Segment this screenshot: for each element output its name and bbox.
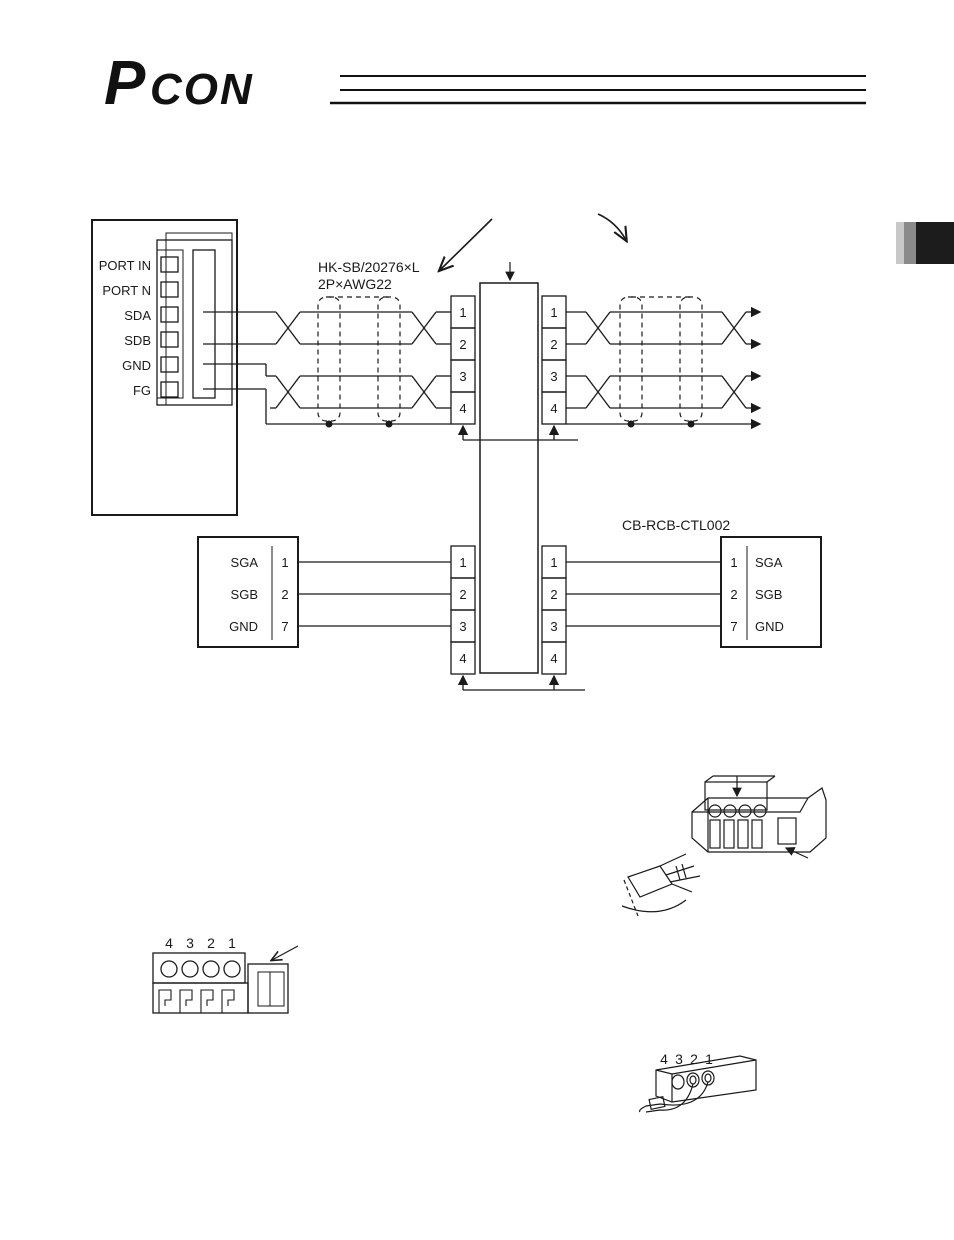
right-device-pin-number: 7 (730, 619, 737, 634)
header-logo: P CON (104, 49, 254, 118)
converter-unit (480, 283, 538, 673)
cable-spec-line1: HK-SB/20276×L (318, 259, 420, 275)
controller-pin-label: SDB (124, 333, 151, 348)
terminal-number: 4 (550, 651, 557, 666)
cable-shield (318, 297, 340, 421)
junction-dot (386, 421, 393, 428)
left-device-pin-number: 2 (281, 587, 288, 602)
junction-dot (688, 421, 695, 428)
cable-spec-line2: 2P×AWG22 (318, 276, 392, 292)
terminal-number: 1 (459, 305, 466, 320)
terminal-blocks: 1 2 3 4 1 2 3 4 1 2 3 4 1 2 3 4 (451, 296, 566, 674)
right-device-signal-label: GND (755, 619, 784, 634)
terminal-number: 1 (550, 305, 557, 320)
connector-bottom-right-pin-number: 4 (660, 1051, 668, 1067)
junction-dot (628, 421, 635, 428)
connector-left-pin-number: 3 (186, 935, 194, 951)
controller-pin-label: PORT N (102, 283, 151, 298)
left-device-signal-label: SGB (231, 587, 258, 602)
controller-pin-slot (161, 332, 178, 347)
terminal-number: 4 (459, 401, 466, 416)
pointer-arrow-cable (440, 219, 492, 270)
terminal-number: 3 (459, 619, 466, 634)
pointer-arrow-curved (598, 214, 626, 240)
terminal-number: 2 (459, 587, 466, 602)
side-tab-dark (916, 222, 954, 264)
connector-bottom-right-pin-number: 3 (675, 1051, 683, 1067)
controller-pin-slot (161, 382, 178, 397)
right-device-pin-list: 1 SGA 2 SGB 7 GND (730, 555, 784, 634)
left-device-pin-number: 1 (281, 555, 288, 570)
connector-left-pin-number: 4 (165, 935, 173, 951)
right-device-cable-label: CB-RCB-CTL002 (622, 517, 730, 533)
terminal-number: 3 (550, 619, 557, 634)
terminal-number: 2 (459, 337, 466, 352)
terminal-number: 2 (550, 587, 557, 602)
cable-shield (620, 297, 642, 421)
right-device-signal-label: SGA (755, 555, 783, 570)
cable-shield (378, 297, 400, 421)
right-device-pin-number: 2 (730, 587, 737, 602)
logo-letter-p: P (104, 49, 146, 118)
controller-pin-slot (161, 357, 178, 372)
header-rule (330, 76, 866, 103)
terminal-number: 3 (459, 369, 466, 384)
left-device-pin-number: 7 (281, 619, 288, 634)
controller-pin-slot (161, 257, 178, 272)
logo-letters-con: CON (150, 65, 254, 114)
controller-pin-label: FG (133, 383, 151, 398)
connector-left-pin-number: 2 (207, 935, 215, 951)
cable-shield (680, 297, 702, 421)
side-chapter-tab (896, 222, 954, 264)
right-device-pin-number: 1 (730, 555, 737, 570)
terminal-number: 2 (550, 337, 557, 352)
connector-illustration-top-right (622, 776, 826, 916)
controller-pin-label: SDA (124, 308, 151, 323)
side-tab-mid (904, 222, 916, 264)
side-tab-light (896, 222, 904, 264)
controller-pin-label: PORT IN (99, 258, 151, 273)
left-device-signal-label: SGA (231, 555, 259, 570)
junction-dot (326, 421, 333, 428)
terminal-number: 1 (550, 555, 557, 570)
terminal-number: 3 (550, 369, 557, 384)
connector-left-pin-number: 1 (228, 935, 236, 951)
terminal-number: 4 (459, 651, 466, 666)
controller-pin-slot (161, 282, 178, 297)
terminal-number: 1 (459, 555, 466, 570)
connector-illustration-left (153, 946, 298, 1013)
controller-pin-label: GND (122, 358, 151, 373)
right-device-signal-label: SGB (755, 587, 782, 602)
terminal-number: 4 (550, 401, 557, 416)
controller-pin-slot (161, 307, 178, 322)
connector-bottom-right-pin-number: 1 (705, 1051, 713, 1067)
left-device-signal-label: GND (229, 619, 258, 634)
